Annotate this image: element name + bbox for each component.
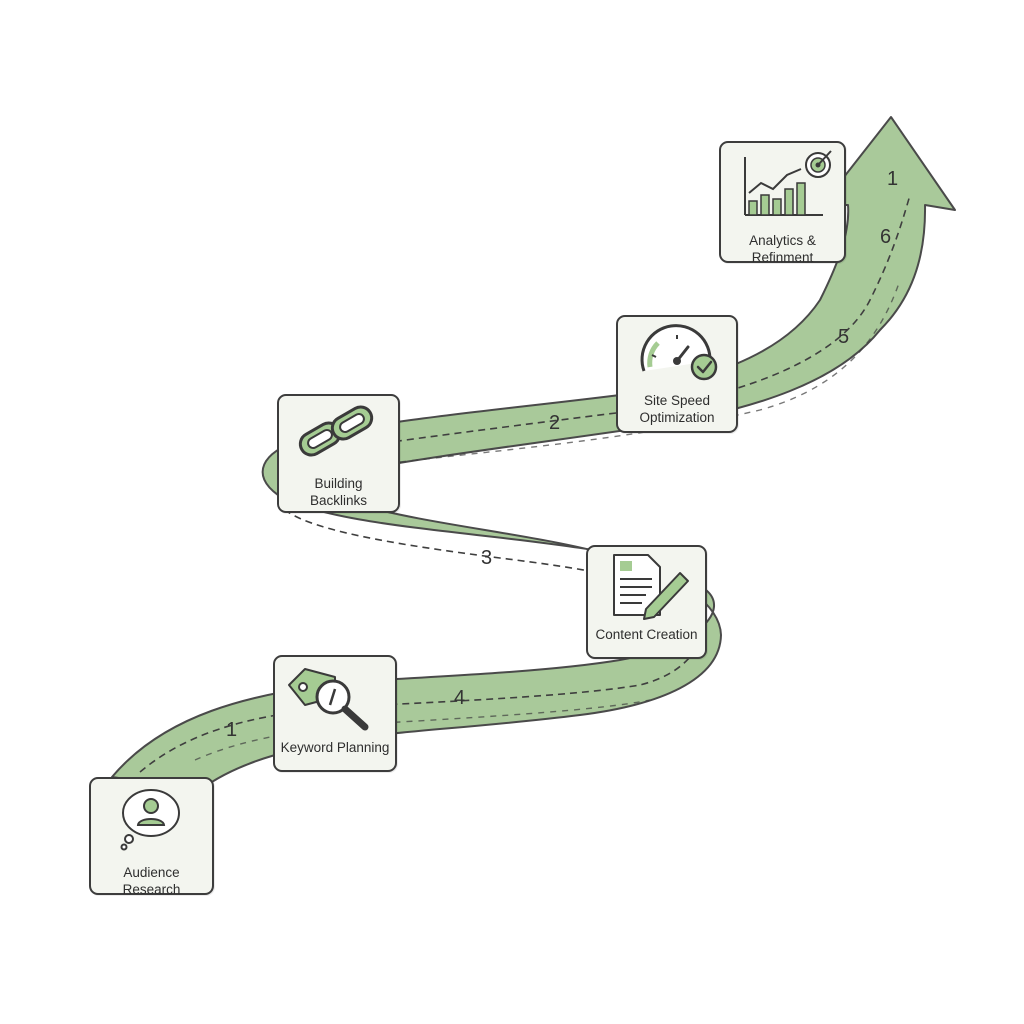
path-number: 4 <box>454 687 466 709</box>
step-label: Building Backlinks <box>309 476 368 508</box>
path-number: 1 <box>226 719 238 741</box>
person-thought-bubble-icon <box>120 789 180 851</box>
path-number: 1 <box>887 168 899 190</box>
step-label: Analytics & Refinment <box>749 233 816 265</box>
step-label: Site Speed Optimization <box>639 393 715 425</box>
step-card-analytics-refinement: Analytics & Refinment <box>719 141 846 265</box>
step-card-keyword-planning: Keyword Planning <box>273 655 397 772</box>
step-card-building-backlinks: Building Backlinks <box>277 394 400 513</box>
path-number: 3 <box>481 547 493 569</box>
document-pencil-icon <box>613 554 689 620</box>
bar-chart-target-icon <box>744 150 832 216</box>
step-label: Content Creation <box>595 627 698 642</box>
step-card-audience-research: Audience Research <box>89 777 214 897</box>
speedometer-check-icon <box>640 324 718 381</box>
step-card-site-speed-optimization: Site Speed Optimization <box>616 315 738 433</box>
step-card-content-creation: Content Creation <box>586 545 707 659</box>
path-number: 5 <box>838 326 850 348</box>
path-number: 6 <box>880 226 892 248</box>
chain-link-icon <box>298 405 374 457</box>
tag-magnifier-icon <box>288 668 369 731</box>
step-label: Audience Research <box>122 865 181 897</box>
path-number: 2 <box>549 412 561 434</box>
step-label: Keyword Planning <box>280 740 390 755</box>
